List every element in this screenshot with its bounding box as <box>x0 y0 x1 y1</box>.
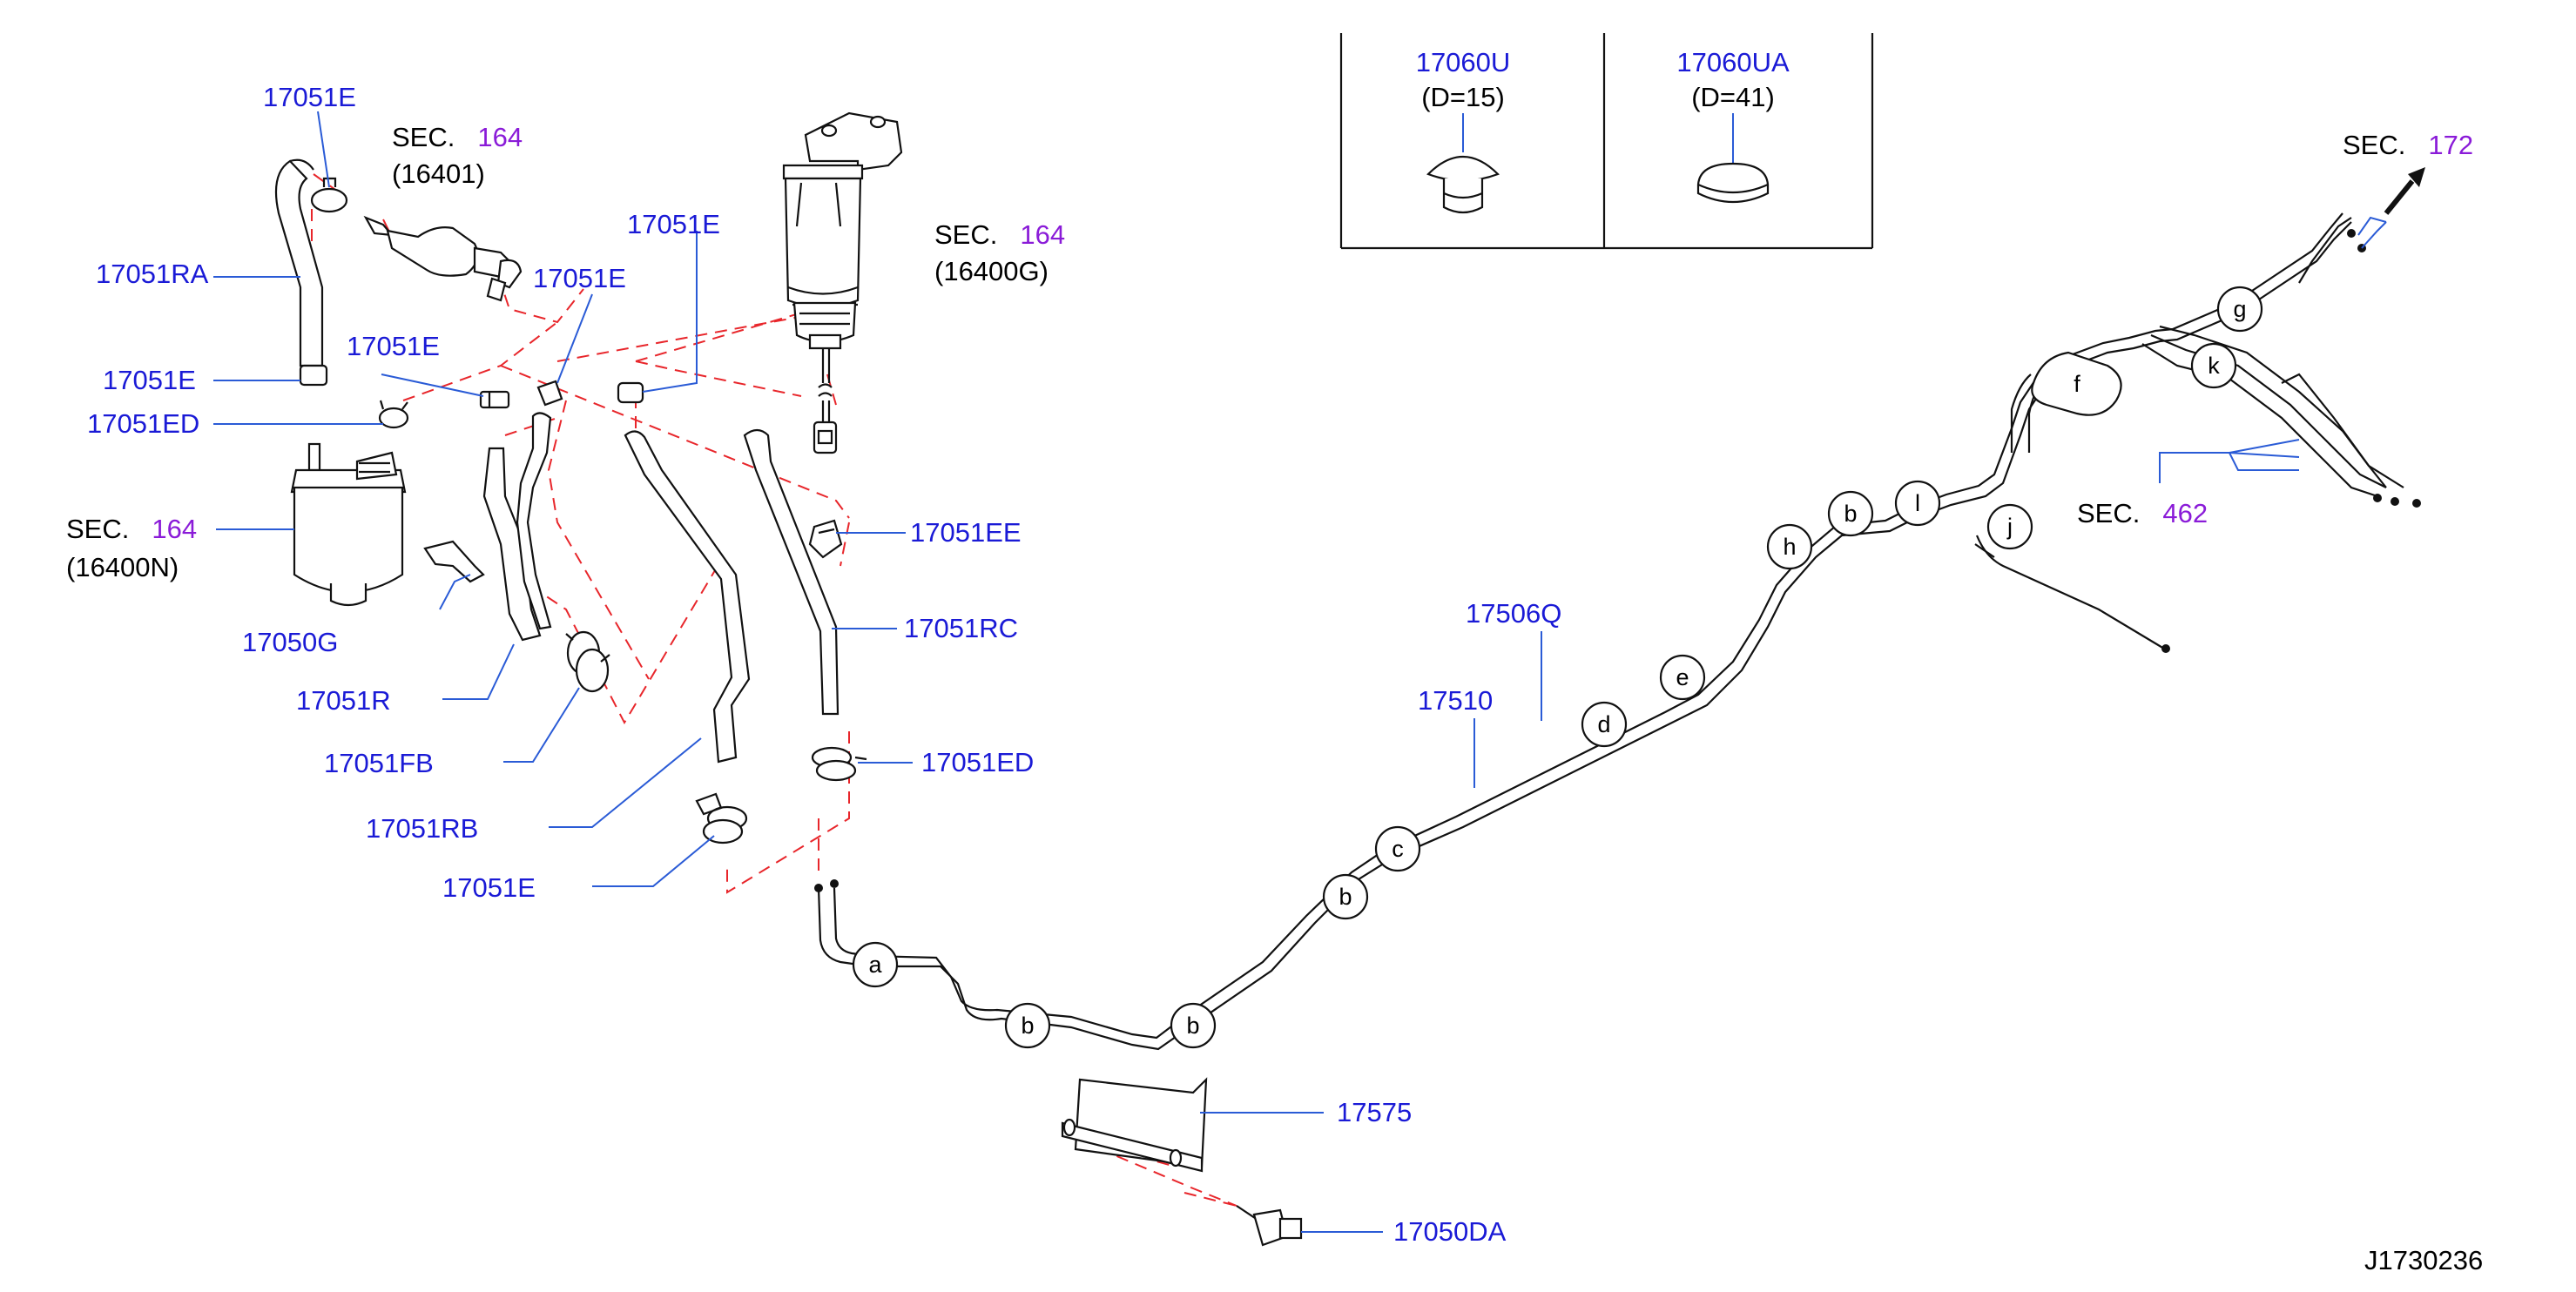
clip-letter: k <box>2208 353 2220 379</box>
plug-part-number: 17060U <box>1416 47 1511 77</box>
clip-letter: b <box>1186 1013 1199 1039</box>
clip-a: a <box>852 941 899 988</box>
clip-letter: j <box>2006 514 2013 540</box>
part-label: 17051RB <box>366 813 478 844</box>
section-ref: SEC.164 <box>66 514 197 544</box>
fuel-tube-assembly <box>814 167 2425 1051</box>
clamp-17051ed-left <box>378 400 409 429</box>
hose-17051ra <box>274 158 324 367</box>
fitting-17051e-b <box>536 380 563 407</box>
clamp-17051ee <box>808 519 843 559</box>
clip-letter: b <box>1339 884 1352 910</box>
clamp-17051e-top <box>310 177 348 213</box>
section-ref: SEC.164 <box>392 122 523 152</box>
clip-letter: f <box>2074 371 2080 397</box>
section-subref: (16400N) <box>66 552 179 582</box>
fitting-17051e-c <box>617 381 644 404</box>
clip-letter: b <box>1844 501 1857 527</box>
part-labels: 17051E 17051RA 17051E 17051ED 17051E 170… <box>87 82 1561 1247</box>
hose-17051r <box>482 447 542 642</box>
bolt-17050da <box>1236 1205 1303 1247</box>
part-label: 17051RC <box>904 613 1018 643</box>
plug-large-icon <box>1696 162 1770 204</box>
section-ref: SEC.462 <box>2077 498 2208 528</box>
section-ref: SEC.164 <box>934 219 1065 250</box>
clip-letter: g <box>2233 296 2246 322</box>
part-label: 17051RA <box>96 259 209 289</box>
clip-17050g <box>423 540 485 583</box>
clip-letter: a <box>868 952 882 978</box>
clip-f: f <box>2031 351 2122 416</box>
diagram-id: J1730236 <box>2364 1245 2483 1275</box>
clip-b: b <box>1004 1002 1051 1049</box>
priming-pump <box>363 215 523 302</box>
hose-17051rb-long <box>624 430 751 764</box>
part-label: 17051E <box>533 263 626 293</box>
leader-lines <box>213 111 2300 1233</box>
clip-letter: b <box>1021 1013 1034 1039</box>
clip-j: j <box>1986 503 2033 550</box>
clip-k: k <box>2190 342 2237 389</box>
part-label: 17051E <box>263 82 356 112</box>
part-label: 17051E <box>627 209 720 239</box>
part-label: 17051FB <box>324 748 434 778</box>
fuel-filter-16400g <box>782 111 903 454</box>
part-label: 17510 <box>1418 685 1493 716</box>
plug-table: 17060U (D=15) 17060UA (D=41) <box>1339 33 1874 250</box>
part-label: 17051E <box>347 331 440 361</box>
plug-part-number: 17060UA <box>1676 47 1790 77</box>
section-subref: (16401) <box>392 158 485 189</box>
clip-b: b <box>1322 873 1369 920</box>
clamp-17051ed-right <box>811 746 867 782</box>
assembly-guide-lines <box>311 173 1237 1207</box>
section-subref: (16400G) <box>934 256 1049 286</box>
clip-h: h <box>1766 523 1813 570</box>
section-ref: SEC.172 <box>2343 130 2473 160</box>
part-label: 17051ED <box>921 747 1034 777</box>
hose-17051rb <box>516 412 552 630</box>
clamp-17051fb <box>565 630 610 693</box>
clip-b: b <box>1827 490 1874 537</box>
clip-letter: c <box>1392 836 1404 862</box>
bracket-17575 <box>1061 1077 1208 1173</box>
clip-d: d <box>1581 701 1628 748</box>
part-label: 17051EE <box>910 517 1022 548</box>
hose-17051rc <box>743 428 840 716</box>
part-label: 17051E <box>103 365 196 395</box>
part-label: 17051E <box>442 872 536 903</box>
clip-l: l <box>1894 480 1941 527</box>
clip-g: g <box>2216 286 2263 333</box>
clip-e: e <box>1659 654 1706 701</box>
part-label: 17050G <box>242 627 338 657</box>
clip-letter: h <box>1783 534 1796 560</box>
section-references: SEC.164 (16401) SEC.164 (16400G) SEC.164… <box>66 122 2473 582</box>
fitting-17051e-a <box>479 390 510 409</box>
plug-diameter: (D=41) <box>1691 82 1775 112</box>
clip-letter: d <box>1597 711 1610 737</box>
clip-letter: e <box>1676 664 1689 690</box>
part-label: 17575 <box>1337 1097 1412 1127</box>
clip-letter: l <box>1915 490 1920 516</box>
plug-diameter: (D=15) <box>1421 82 1505 112</box>
clip-c: c <box>1374 825 1421 872</box>
clamp-17051e-left <box>299 364 328 387</box>
part-label: 17051R <box>296 685 391 716</box>
part-label: 17050DA <box>1393 1216 1507 1247</box>
clip-b: b <box>1170 1002 1217 1049</box>
clamp-17051e-bottom <box>695 792 748 845</box>
part-label: 17506Q <box>1466 598 1561 629</box>
part-label: 17051ED <box>87 408 199 439</box>
fuel-filter-16400n <box>290 442 407 607</box>
plug-small-icon <box>1426 156 1500 214</box>
